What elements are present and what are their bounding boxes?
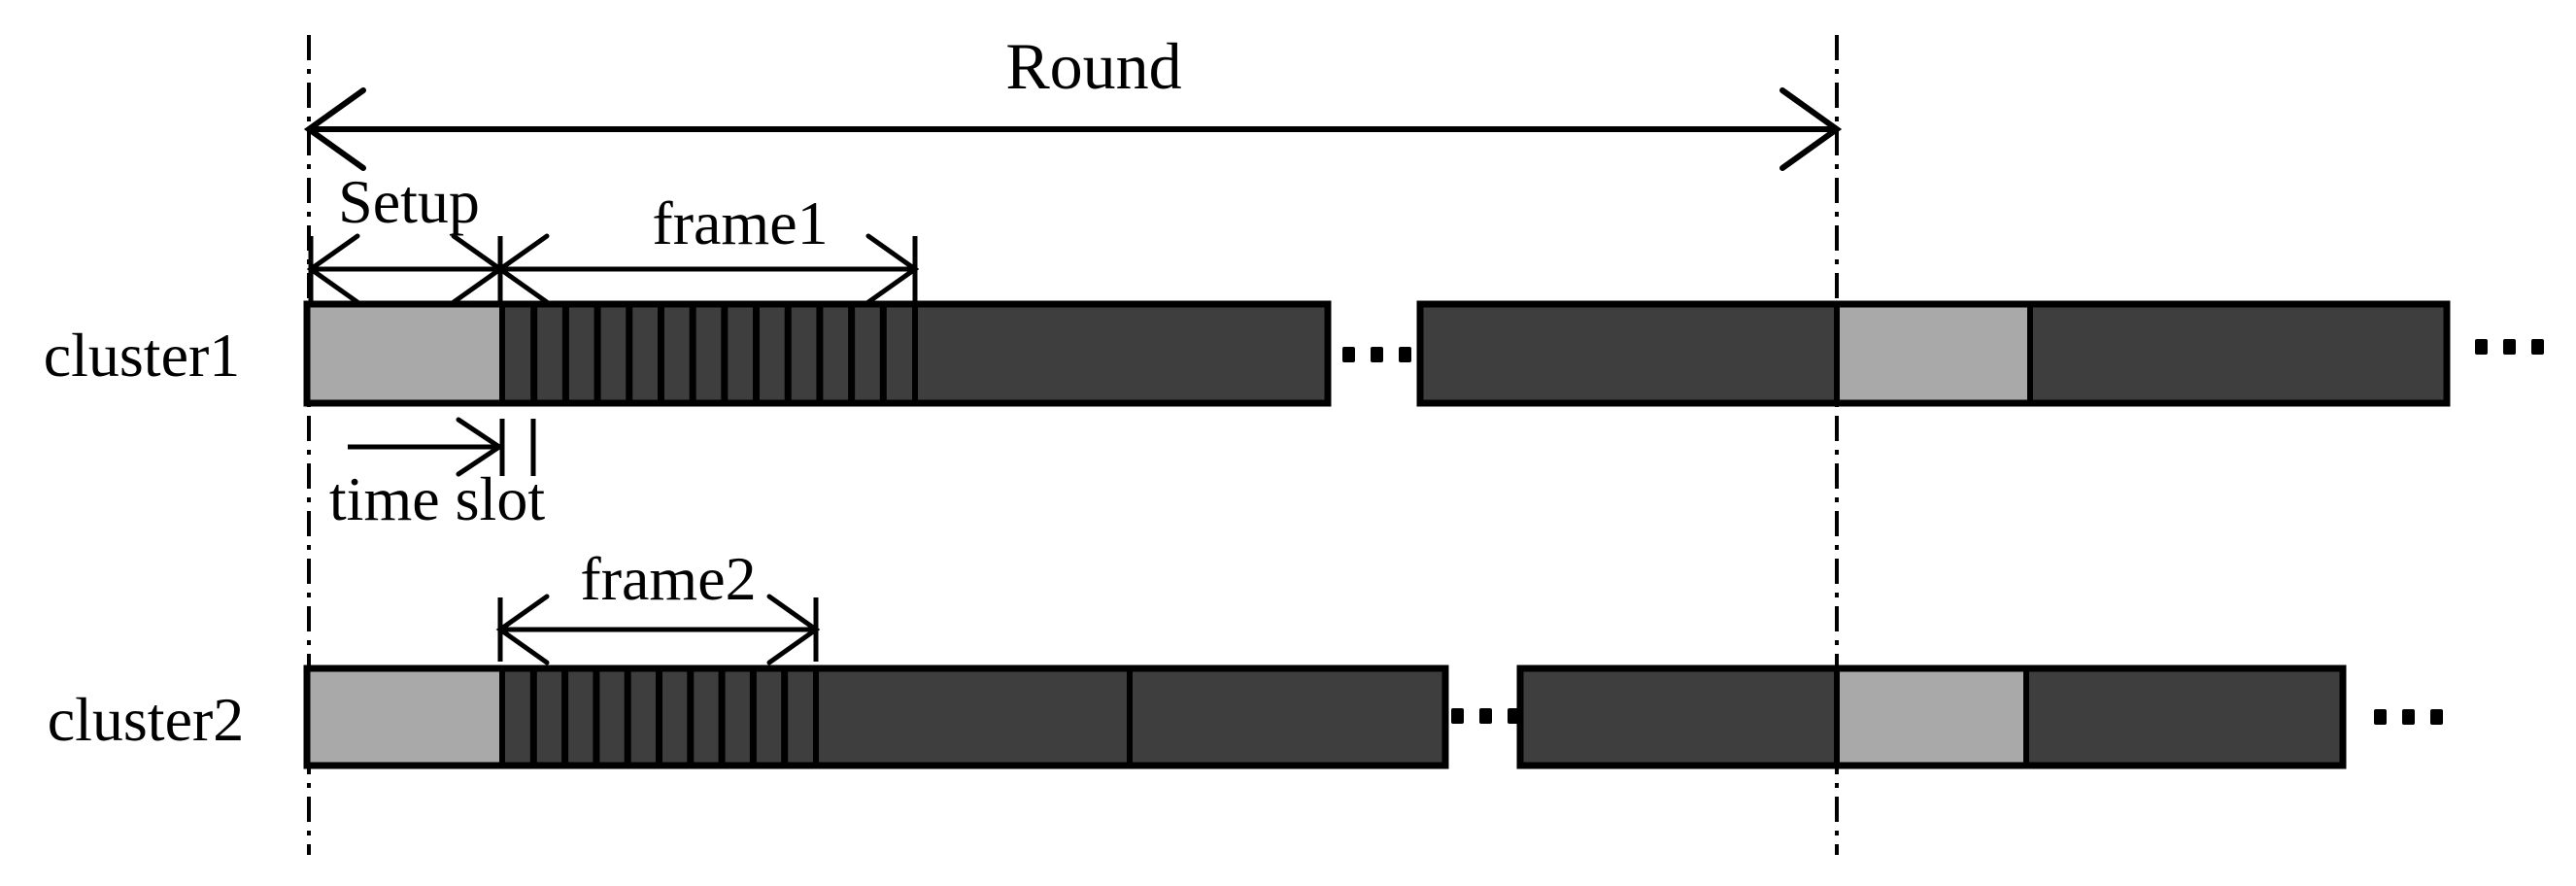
round-arrow-left-head	[303, 87, 366, 171]
cluster2-ellipsis-dot	[1451, 708, 1464, 724]
cluster1-setup-segment	[1834, 301, 2033, 406]
cluster1-label: cluster1	[43, 321, 241, 390]
frame1-label: frame1	[652, 188, 829, 257]
cluster1-round-bar-2-outline	[1416, 300, 2451, 407]
cluster2-round-bar-1-outline	[303, 664, 1449, 769]
cluster1-ellipsis-dot	[1342, 347, 1355, 362]
cluster2-data-segment	[1517, 665, 1840, 768]
cluster2-data-segment	[813, 665, 1133, 768]
cluster2-ellipsis-dot	[2430, 709, 2443, 725]
cluster1-ellipsis-dot	[1371, 347, 1383, 362]
cluster2-ellipsis-dot	[1508, 708, 1520, 724]
cluster1-data-segment	[2027, 301, 2450, 406]
frame2-label: frame2	[580, 544, 757, 613]
cluster2-label: cluster2	[47, 685, 245, 754]
cluster2-ellipsis-dot	[1479, 708, 1492, 724]
cluster1-ellipsis-dot	[2503, 339, 2516, 355]
cluster2-ellipsis-dot	[2374, 709, 2387, 725]
cluster1-setup-segment	[304, 301, 505, 406]
cluster2-setup-segment	[304, 665, 505, 768]
round-arrow-right-head	[1779, 87, 1843, 171]
cluster2-data-segment	[2023, 665, 2346, 768]
time-slot-arrow-right-head	[456, 417, 504, 477]
cluster1-ellipsis-dot	[2531, 339, 2544, 355]
round-label: Round	[1005, 29, 1182, 103]
time-slot-label: time slot	[328, 464, 546, 533]
cluster2-ellipsis-dot	[2402, 709, 2415, 725]
setup-label: Setup	[338, 167, 480, 236]
cluster2-setup-segment	[1834, 665, 2029, 768]
cluster1-data-segment	[912, 301, 1331, 406]
cluster1-ellipsis-dot	[1399, 347, 1411, 362]
cluster1-ellipsis-dot	[2475, 339, 2488, 355]
cluster1-round-bar-1-outline	[303, 300, 1332, 407]
cluster2-data-segment	[1127, 665, 1448, 768]
cluster1-data-segment	[1417, 301, 1840, 406]
